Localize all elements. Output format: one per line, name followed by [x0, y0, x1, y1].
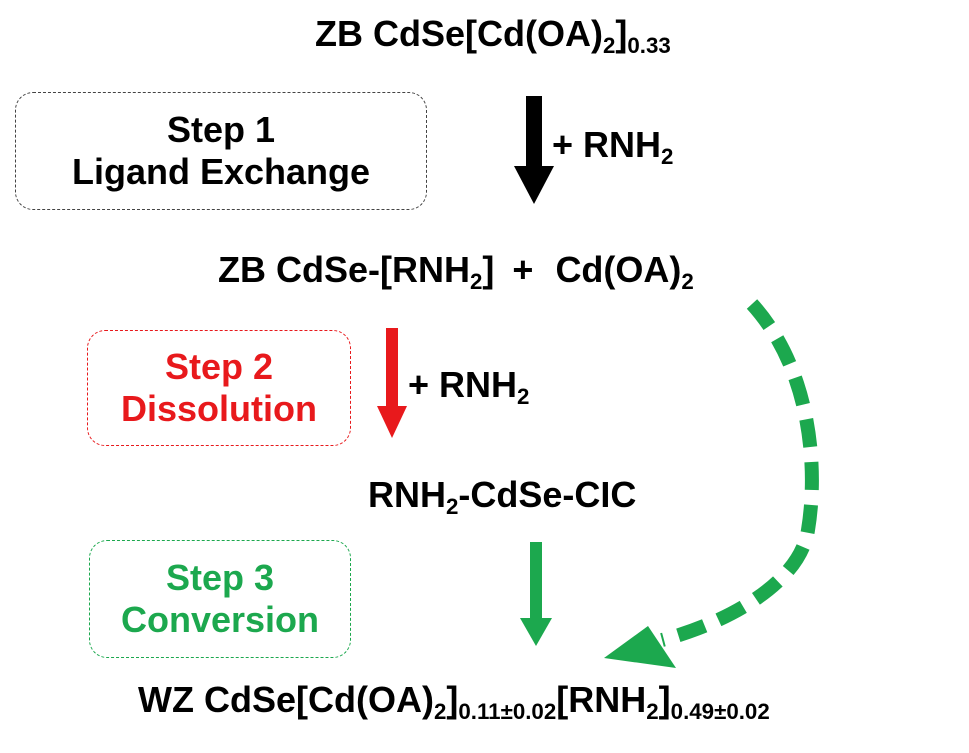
cd-oleate-byproduct: Cd(OA)	[555, 249, 682, 290]
step2-arrow	[377, 328, 407, 438]
step1-reagent: + RNH2	[552, 124, 674, 170]
step2-title: Step 2	[164, 345, 274, 387]
step2-reagent: + RNH2	[408, 364, 530, 410]
intermediate2-formula: RNH2-CdSe-CIC	[368, 474, 637, 520]
step3-box: Step 3 Conversion	[89, 540, 351, 658]
step1-arrow	[514, 96, 554, 204]
step3-description: Conversion	[120, 599, 320, 640]
step1-description: Ligand Exchange	[71, 151, 371, 192]
product-formula: WZ CdSe[Cd(OA)2]0.11±0.02[RNH2]0.49±0.02	[138, 679, 770, 725]
plus-sign: +	[512, 249, 534, 290]
step3-title: Step 3	[165, 556, 275, 598]
step1-box: Step 1 Ligand Exchange	[15, 92, 427, 210]
intermediate1-formula: ZB CdSe-[RNH2]+Cd(OA)2	[218, 249, 694, 295]
step1-title: Step 1	[166, 108, 276, 150]
step2-description: Dissolution	[121, 388, 317, 429]
dashed-pathway-arrow	[604, 299, 819, 668]
step3-arrow	[520, 542, 552, 646]
start-formula: ZB CdSe[Cd(OA)2]0.33	[315, 13, 671, 59]
step2-box: Step 2 Dissolution	[87, 330, 351, 446]
